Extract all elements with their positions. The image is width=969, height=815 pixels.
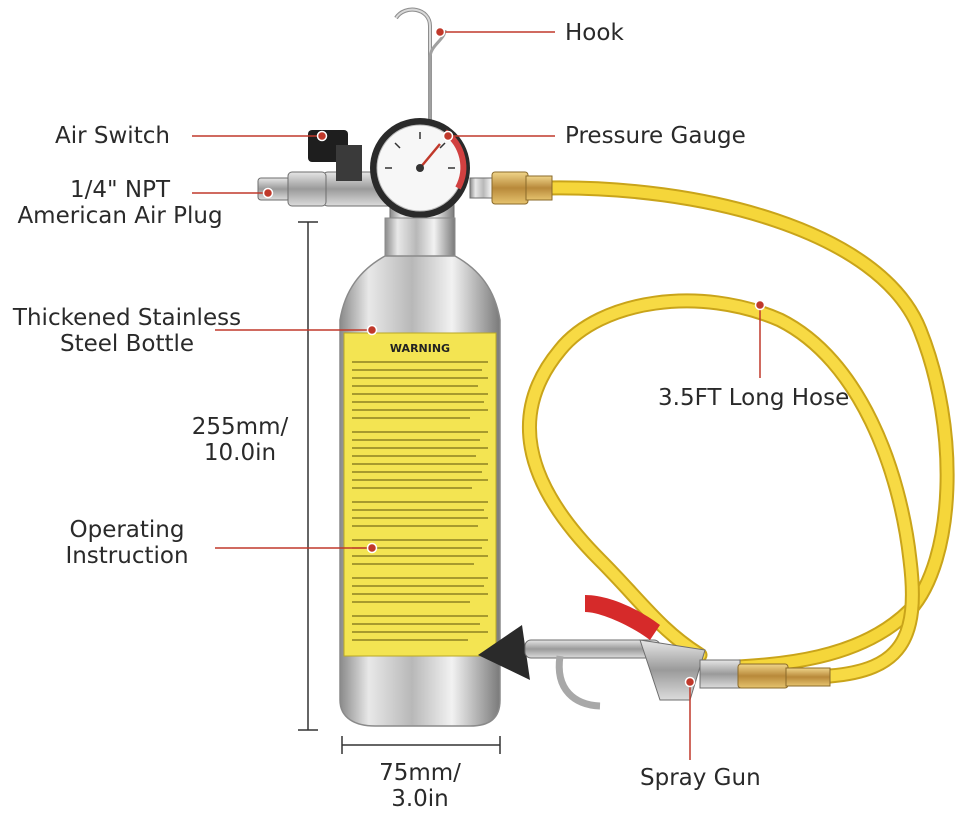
hook: [394, 7, 447, 120]
label-text-lines: [352, 361, 488, 641]
pressure-gauge: [370, 118, 470, 218]
label-spray-gun: Spray Gun: [640, 765, 761, 791]
label-height-line2: 10.0in: [203, 440, 277, 466]
label-instruction-line1: Operating: [69, 517, 185, 543]
label-pressure-gauge: Pressure Gauge: [565, 123, 746, 149]
label-air-plug-line1: 1/4" NPT: [69, 177, 171, 203]
label-hook: Hook: [565, 20, 624, 46]
label-air-switch: Air Switch: [55, 123, 170, 149]
label-instruction: Operating Instruction: [52, 517, 202, 569]
width-dimension: [341, 736, 501, 754]
warning-title: WARNING: [390, 342, 450, 355]
leader-dots: [262, 26, 766, 688]
label-width-line1: 75mm/: [379, 760, 461, 786]
label-bottle: Thickened Stainless Steel Bottle: [2, 305, 252, 357]
height-dimension: [298, 221, 318, 731]
leader-lines: [192, 31, 761, 760]
label-hose: 3.5FT Long Hose: [658, 385, 850, 411]
label-width-line2: 3.0in: [391, 786, 449, 812]
label-air-plug: 1/4" NPT American Air Plug: [4, 177, 236, 229]
label-bottle-line1: Thickened Stainless: [12, 305, 242, 331]
label-bottle-line2: Steel Bottle: [59, 331, 195, 357]
label-air-plug-line2: American Air Plug: [17, 203, 223, 229]
label-height: 255mm/ 10.0in: [180, 414, 300, 466]
label-height-line1: 255mm/: [191, 414, 289, 440]
bottle: WARNING: [339, 217, 501, 727]
label-instruction-line2: Instruction: [65, 543, 189, 569]
hose: [521, 180, 955, 684]
label-width: 75mm/ 3.0in: [360, 760, 480, 812]
